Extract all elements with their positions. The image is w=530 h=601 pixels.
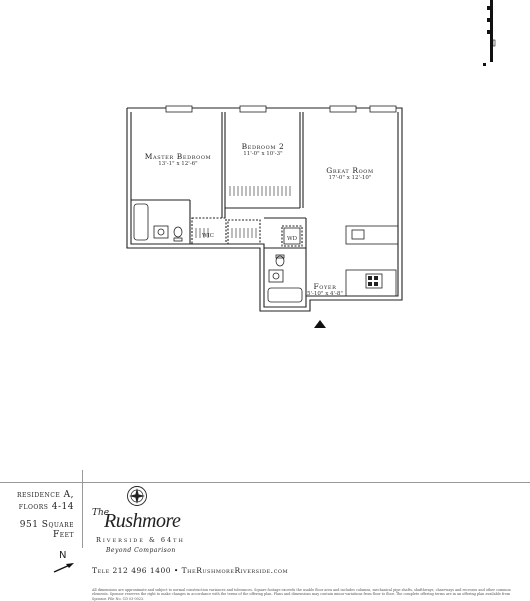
footer-rule: [0, 482, 530, 483]
room-name: Bedroom 2: [241, 142, 285, 151]
brand-tagline: Beyond Comparison: [106, 547, 176, 554]
room-foyer: Foyer 5'-10" x 4'-8": [300, 282, 350, 297]
footer-divider: [82, 470, 83, 548]
room-dimensions: 11'-0" x 10'-3": [243, 151, 283, 157]
room-great-room: Great Room 17'-0" x 12'-10": [300, 166, 400, 181]
wd-label: WD: [286, 236, 298, 242]
rushmore-emblem-icon: [127, 486, 147, 506]
room-dimensions: 5'-10" x 4'-8": [307, 291, 343, 297]
entry-arrow: [314, 320, 326, 328]
legal-disclaimer: All dimensions are approximate and subje…: [92, 588, 511, 601]
room-master-bedroom: Master Bedroom 13'-1" x 12'-6": [128, 152, 228, 167]
wic-label: WIC: [201, 233, 215, 239]
north-arrow-icon: [53, 563, 74, 573]
residence-label: residence A,: [16, 490, 74, 500]
key-plan-marker: [483, 0, 496, 66]
room-dimensions: 13'-1" x 12'-6": [158, 161, 198, 167]
room-name: Foyer: [313, 282, 337, 291]
contact-line: Tele 212 496 1400 • TheRushmoreRiverside…: [92, 566, 289, 575]
brand-location: Riverside & 64th: [96, 536, 185, 544]
room-bedroom-2: Bedroom 2 11'-0" x 10'-3": [222, 142, 304, 157]
brand-the: The: [92, 508, 110, 518]
outer-wall: [126, 107, 403, 312]
brand-name: Rushmore: [104, 510, 181, 532]
room-dimensions: 17'-0" x 12'-10": [328, 175, 372, 181]
north-label: N: [59, 550, 67, 561]
floors-label: floors 4-14: [18, 502, 74, 512]
square-feet-label: 951 Square Feet: [19, 520, 74, 540]
room-name: Great Room: [326, 166, 374, 175]
floor-plan: [126, 105, 403, 328]
room-name: Master Bedroom: [144, 152, 212, 161]
